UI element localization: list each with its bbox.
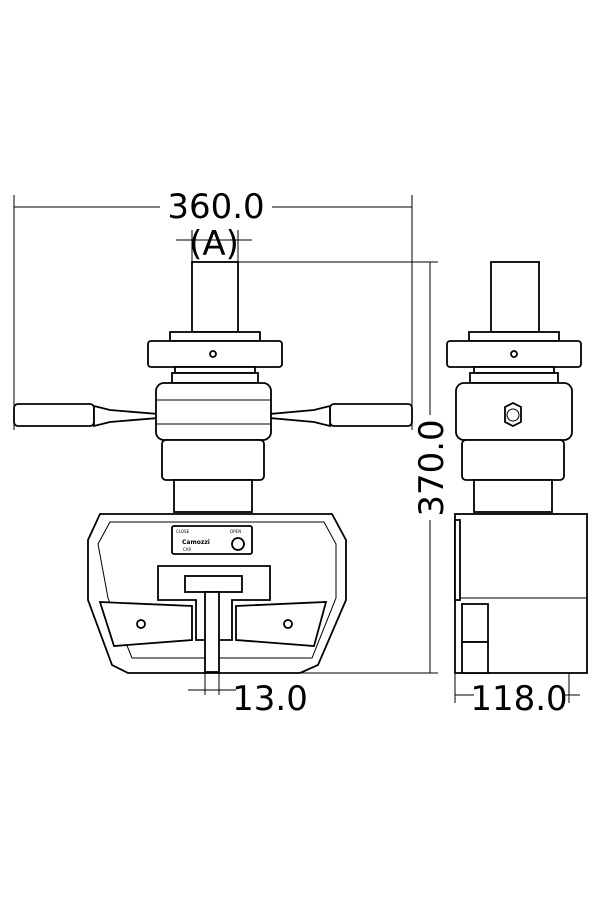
shaft [191, 261, 239, 333]
nameplate-brand: Camozzi [182, 539, 210, 546]
dimension-shaft: (A) [176, 224, 252, 264]
nameplate-close: CLOSE [176, 529, 190, 534]
dimension-shaft-label: (A) [189, 224, 239, 264]
right-jaw [235, 601, 328, 647]
side-shaft [490, 261, 540, 333]
side-view [446, 261, 588, 674]
dimension-height: 370.0 [238, 261, 452, 674]
jaw-assembly [98, 565, 328, 673]
nameplate: CLOSE OPEN Camozzi CAP. [171, 525, 253, 555]
dimension-width: 360.0 [13, 187, 413, 430]
nameplate-cap: CAP. [183, 547, 192, 552]
nameplate-open: OPEN [230, 529, 241, 534]
logo-icon [231, 537, 245, 551]
dimension-height-label: 370.0 [412, 419, 452, 516]
dimension-width-label: 360.0 [167, 187, 264, 227]
front-view: CLOSE OPEN Camozzi CAP. [13, 261, 413, 674]
dimension-gap-label: 13.0 [232, 679, 308, 719]
hex-socket-icon [504, 401, 522, 428]
left-jaw [98, 601, 193, 647]
dimension-depth-label: 118.0 [470, 679, 567, 719]
main-housing [155, 382, 272, 441]
handle-bar [13, 403, 413, 428]
side-jaw [461, 603, 489, 643]
dimension-depth: 118.0 [454, 660, 580, 719]
